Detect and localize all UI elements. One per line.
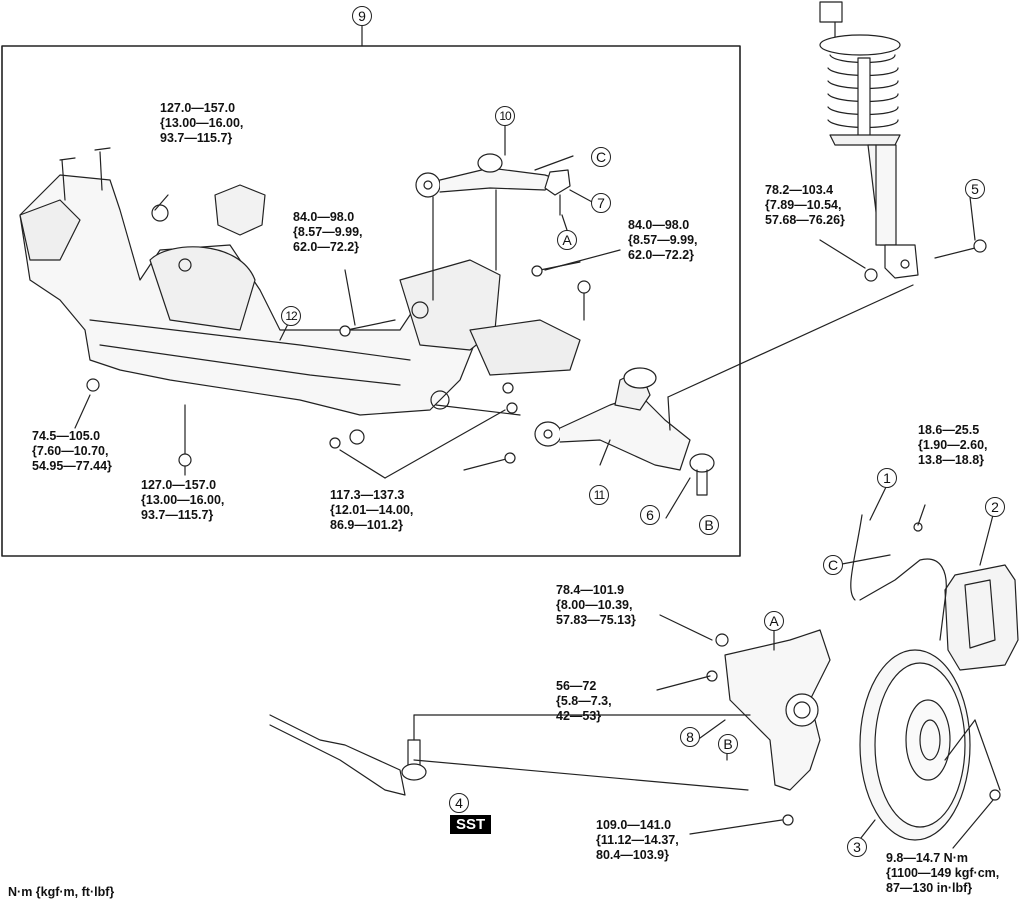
torque-crossmember-top-nut: 127.0—157.0{13.00—16.00,93.7—115.7}: [160, 101, 244, 145]
callout-10: 10: [495, 106, 515, 126]
shock-absorber: [819, 1, 919, 279]
callout-8: 8: [680, 727, 700, 747]
torque-crossmember-bottom-bolt: 127.0—157.0{13.00—16.00,93.7—115.7}: [141, 478, 225, 522]
torque-lower-balljoint-nut: 109.0—141.0{11.12—14.37,80.4—103.9}: [596, 818, 679, 862]
callout-ref-C-top: C: [591, 147, 611, 167]
callout-4: 4: [449, 793, 469, 813]
tie-rod: [269, 714, 427, 796]
brake-caliper: [944, 564, 1019, 671]
lower-arm: [463, 367, 715, 496]
callout-ref-B-bottom: B: [718, 734, 738, 754]
torque-lower-arm-bolt: 117.3—137.3{12.01—14.00,86.9—101.2}: [330, 488, 414, 532]
callout-2: 2: [985, 497, 1005, 517]
disc-rotor: [859, 649, 971, 841]
torque-shock-lower-bolt: 78.2—103.4{7.89—10.54,57.68—76.26}: [765, 183, 845, 227]
callout-5: 5: [965, 179, 985, 199]
upper-arm: [415, 153, 571, 301]
callout-7: 7: [591, 193, 611, 213]
callout-ref-A-top: A: [557, 230, 577, 250]
units-legend: N·m {kgf·m, ft·lbf}: [8, 885, 115, 899]
sst-badge: SST: [450, 815, 492, 834]
callout-6: 6: [640, 505, 660, 525]
torque-abs-sensor-bolt: 18.6—25.5{1.90—2.60,13.8—18.8}: [918, 423, 988, 467]
torque-upper-arm-bolt-right: 84.0—98.0{8.57—9.99,62.0—72.2}: [628, 218, 698, 262]
callout-ref-C-bottom: C: [823, 555, 843, 575]
abs-sensor-harness: [850, 514, 947, 641]
callout-1: 1: [877, 468, 897, 488]
torque-crossmember-front-nut: 74.5—105.0{7.60—10.70,54.95—77.44}: [32, 429, 112, 473]
knuckle: [706, 629, 831, 826]
callout-3: 3: [847, 837, 867, 857]
callout-9: 9: [352, 6, 372, 26]
callout-12: 12: [281, 306, 301, 326]
torque-upper-arm-bolt-left: 84.0—98.0{8.57—9.99,62.0—72.2}: [293, 210, 363, 254]
callout-ref-A-bottom: A: [764, 611, 784, 631]
mount-insulator: [214, 184, 266, 236]
torque-disc-screw: 9.8—14.7 N·m{1100—149 kgf·cm,87—130 in·l…: [886, 851, 1000, 895]
callout-ref-B-top: B: [699, 515, 719, 535]
crossmember: [19, 174, 581, 416]
torque-upper-balljoint-nut: 56—72{5.8—7.3,42—53}: [556, 679, 612, 723]
callout-11: 11: [589, 485, 609, 505]
torque-caliper-bracket-bolt: 78.4—101.9{8.00—10.39,57.83—75.13}: [556, 583, 636, 627]
crossmember-assembly-frame: [1, 45, 741, 557]
